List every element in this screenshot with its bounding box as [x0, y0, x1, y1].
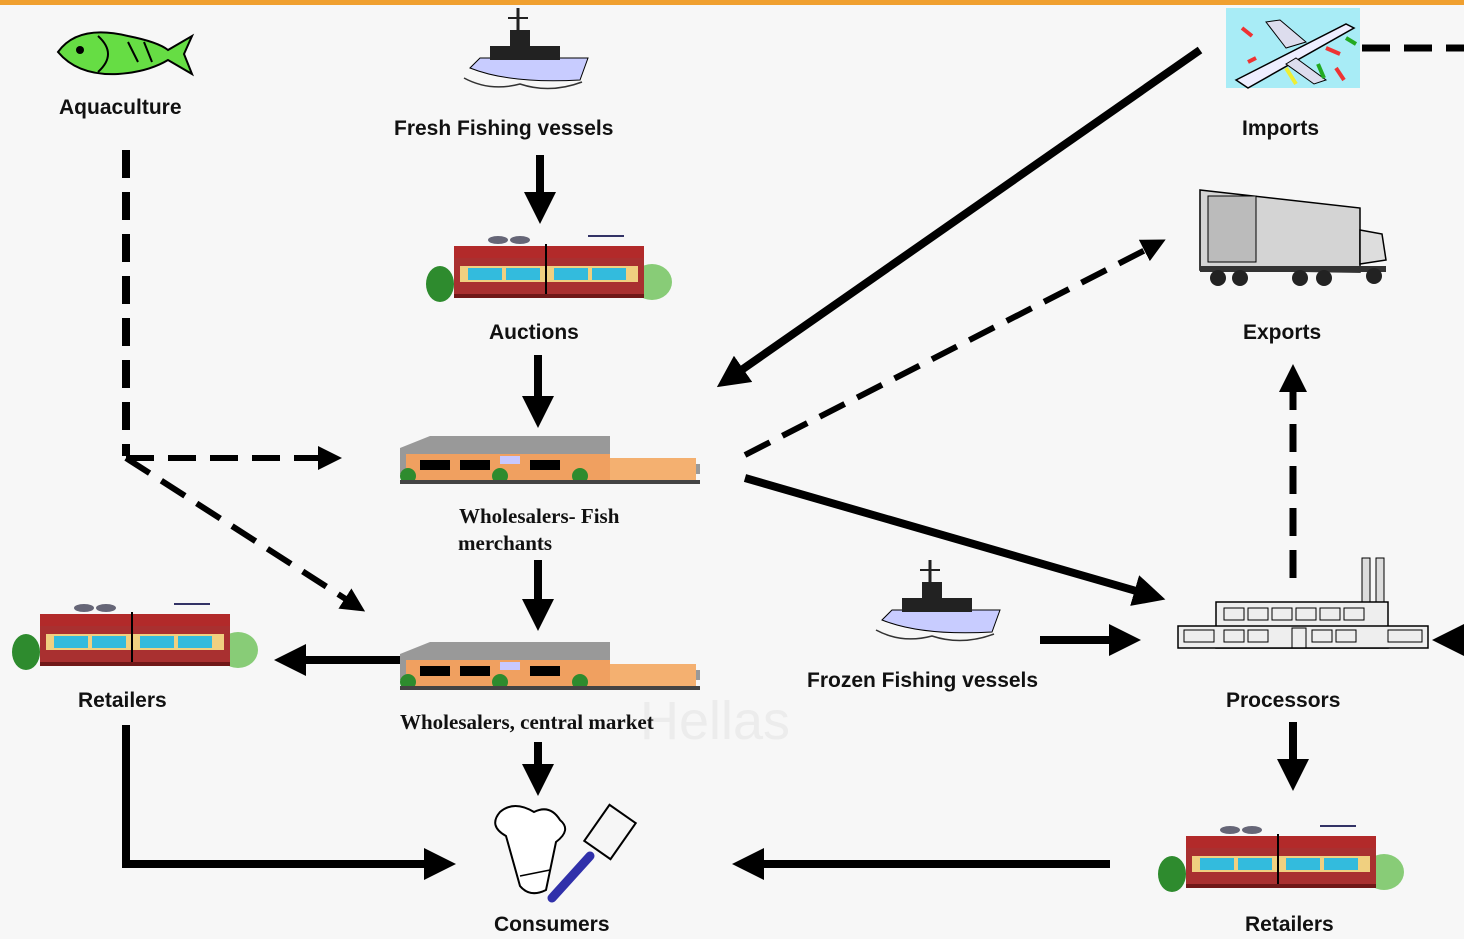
watermark-text: Hellas: [640, 691, 791, 751]
label-retailers-right: Retailers: [1245, 913, 1334, 936]
arrow-aquaculture-dashed: [122, 150, 366, 612]
shop-icon-retailers-right: [1157, 825, 1405, 893]
truck-icon: [1199, 189, 1387, 286]
chef-hat-spatula-icon: [494, 803, 638, 903]
factory-icon: [1177, 557, 1429, 649]
label-frozen-fishing-vessels: Frozen Fishing vessels: [807, 669, 1039, 692]
label-consumers: Consumers: [494, 913, 610, 936]
label-auctions: Auctions: [489, 321, 579, 344]
arrow-wholesalers-to-exports-dashed: [743, 239, 1166, 458]
label-fresh-fishing-vessels: Fresh Fishing vessels: [394, 117, 614, 140]
fish-icon: [56, 31, 195, 77]
boat-icon-fresh: [462, 6, 590, 91]
label-imports: Imports: [1242, 117, 1320, 140]
shop-icon-auctions: [425, 235, 673, 303]
label-wholesalers-fish-merchants-line1: Wholesalers- Fish: [459, 504, 620, 528]
label-wholesalers-central-market: Wholesalers, central market: [400, 710, 654, 734]
arrow-imports-to-wholesalers: [716, 46, 1203, 388]
warehouse-icon-central-market: [400, 642, 700, 690]
top-accent-bar: [0, 0, 1464, 5]
label-aquaculture: Aquaculture: [59, 96, 182, 119]
shop-icon-retailers-left: [11, 603, 259, 671]
label-exports: Exports: [1243, 321, 1322, 344]
airplane-icon: [1226, 8, 1360, 89]
label-wholesalers-fish-merchants-line2: merchants: [458, 531, 553, 555]
label-retailers-left: Retailers: [78, 689, 167, 712]
boat-icon-frozen: [874, 558, 1002, 643]
arrow-wholesalers-to-processors: [743, 474, 1166, 606]
warehouse-icon-merchants: [400, 436, 700, 484]
label-processors: Processors: [1226, 689, 1341, 712]
arrow-retailers-left-to-consumers: [122, 725, 456, 880]
